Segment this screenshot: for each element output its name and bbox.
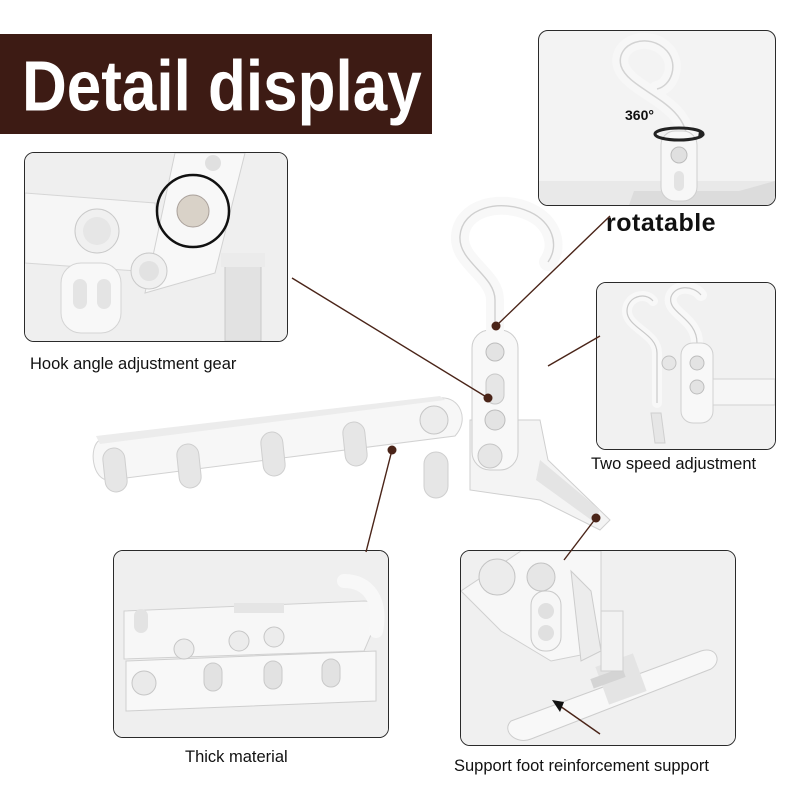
thick-material-illustration xyxy=(114,551,388,737)
support-foot-illustration xyxy=(461,551,735,745)
two-speed-label: Two speed adjustment xyxy=(591,455,757,473)
page-title: Detail display xyxy=(22,47,422,127)
header-banner: Detail display xyxy=(0,34,432,134)
panel-rotatable-hook: 360° xyxy=(538,30,776,206)
rotatable-label: rotatable xyxy=(606,209,717,237)
support-foot-label: Support foot reinforcement support xyxy=(454,757,709,775)
hook-gear-illustration xyxy=(25,153,287,341)
panel-two-speed xyxy=(596,282,776,450)
panel-support-foot xyxy=(460,550,736,746)
thick-material-label: Thick material xyxy=(185,748,288,766)
rotation-angle-label: 360° xyxy=(625,107,654,123)
panel-thick-material xyxy=(113,550,389,738)
hook-gear-label: Hook angle adjustment gear xyxy=(30,355,237,373)
two-speed-illustration xyxy=(597,283,775,449)
rotatable-hook-illustration xyxy=(539,33,775,205)
panel-hook-angle-gear xyxy=(24,152,288,342)
